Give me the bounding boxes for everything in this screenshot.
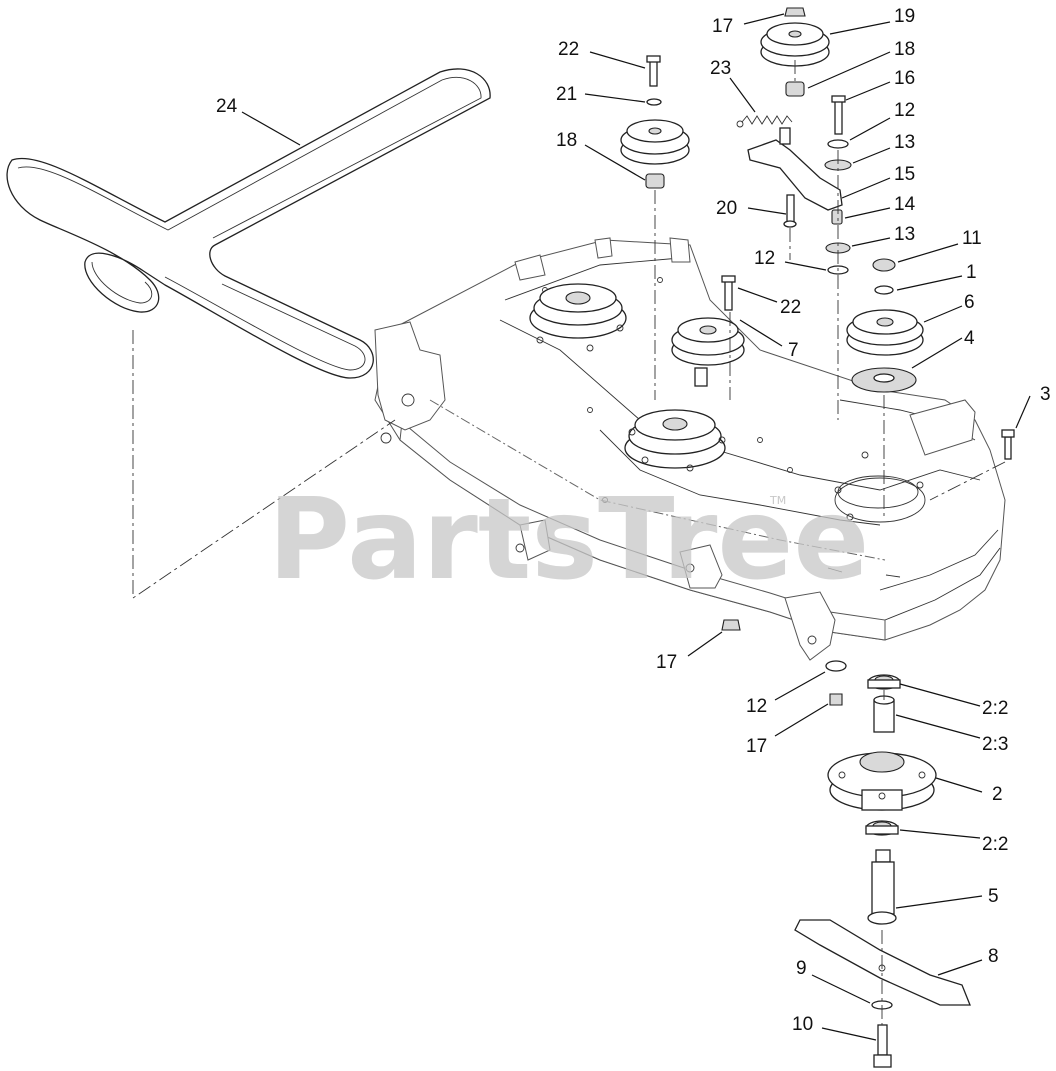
callout-label: 10	[792, 1014, 813, 1035]
pulley-19	[760, 22, 830, 67]
callout-label: 22	[558, 39, 579, 60]
callout-label: 15	[894, 164, 915, 185]
watermark-trademark: TM	[769, 494, 786, 507]
callout-label: 24	[216, 96, 238, 117]
callout-label: 11	[962, 228, 982, 249]
callout-label: 17	[712, 16, 733, 37]
callout-label: 21	[556, 84, 577, 105]
callout-label: 18	[894, 39, 915, 60]
callout-label: 17	[656, 652, 677, 673]
washer-12-lower	[825, 660, 847, 706]
washers-12-13-14	[824, 139, 852, 275]
callout-label: 1	[966, 262, 977, 283]
bolt-22-middle	[721, 275, 736, 311]
idler-pulley-7	[671, 317, 745, 387]
callout-label: 20	[716, 198, 737, 219]
callout-label: 12	[746, 696, 767, 717]
callout-label: 19	[894, 6, 915, 27]
callout-label: 17	[746, 736, 767, 757]
spacer-2-3	[873, 695, 895, 733]
callout-label: 13	[894, 132, 915, 153]
watermark-text: PartsTree	[268, 475, 869, 605]
callout-label: 2	[992, 784, 1003, 805]
idler-arm-15	[747, 127, 843, 211]
blade-8	[794, 919, 971, 1006]
bolt-16	[831, 95, 846, 135]
housing-2	[827, 751, 937, 811]
callout-label: 12	[894, 100, 915, 121]
pulley-6-and-parts	[846, 258, 924, 393]
callout-label: 2:2	[982, 698, 1008, 719]
callout-label: 12	[754, 248, 775, 269]
belt-24	[6, 68, 491, 379]
callout-label: 2:3	[982, 734, 1008, 755]
center-spindle-pulley	[624, 409, 726, 472]
callout-label: 16	[894, 68, 915, 89]
callout-label: 14	[894, 194, 916, 215]
bearing-2-2-bottom	[865, 820, 899, 836]
callout-label: 18	[556, 130, 577, 151]
watermark: PartsTree TM	[268, 475, 869, 605]
nut-17-lower	[721, 619, 741, 631]
callout-label: 8	[988, 946, 999, 967]
nut-17-top	[784, 7, 806, 17]
left-spindle-pulley	[529, 283, 627, 352]
bolt-20	[783, 194, 797, 228]
callout-label: 23	[710, 58, 731, 79]
callout-label: 3	[1040, 384, 1051, 405]
bolt-3	[1001, 429, 1015, 460]
callout-label: 9	[796, 958, 807, 979]
right-spindle-mount	[834, 451, 924, 521]
callout-label: 4	[964, 328, 975, 349]
pulley-18-left-stack	[620, 55, 690, 189]
callout-label: 2:2	[982, 834, 1008, 855]
callout-label: 7	[788, 340, 799, 361]
callouts: 17 19 22 18 23 16 21 12 24 13 18 15 20 1…	[216, 6, 1051, 1041]
assembly-centerlines	[132, 60, 1006, 1025]
callout-label: 5	[988, 886, 999, 907]
callout-label: 22	[780, 297, 801, 318]
callout-label: 6	[964, 292, 975, 313]
bolt-10	[873, 1024, 892, 1068]
spring-23	[736, 115, 793, 128]
callout-label: 13	[894, 224, 915, 245]
bushing-18-right	[785, 81, 805, 97]
shaft-5	[867, 849, 897, 925]
bearing-2-2-top	[867, 674, 901, 690]
